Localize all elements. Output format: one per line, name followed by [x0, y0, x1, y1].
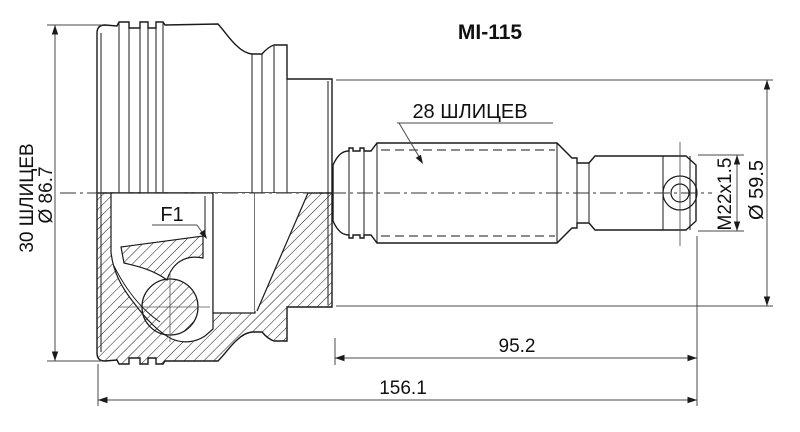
dimension-lines	[47, 24, 773, 406]
arrow-up	[763, 80, 771, 90]
bore-cone-edge	[256, 192, 309, 312]
shaft-spline-count-label: 28 ШЛИЦЕВ	[412, 101, 527, 123]
boot-groove-lines	[118, 23, 288, 193]
arrow-leader-splines	[415, 154, 423, 164]
arrow-left	[335, 354, 345, 362]
surface-ref-label: F1	[160, 204, 183, 226]
arrow-up	[51, 25, 59, 35]
part-number: MI-115	[458, 21, 523, 44]
dimension-arrows	[51, 25, 771, 404]
body-top-profile	[96, 21, 333, 193]
ring-diameter-label: Ø 59.5	[746, 160, 768, 220]
arrow-right	[687, 396, 697, 404]
spline-root-lines	[381, 149, 555, 237]
outer-spline-count-label: 30 ШЛИЦЕВ	[17, 143, 38, 252]
arrow-down	[51, 351, 59, 361]
outer-diameter-label: Ø 86.7	[36, 166, 57, 223]
arrow-leader-surface	[199, 229, 207, 239]
shaft-length-label: 95.2	[499, 336, 536, 357]
arrow-down	[763, 296, 771, 306]
thread-spec-label: M22x1.5	[715, 158, 736, 231]
cage-edge	[113, 265, 161, 323]
arrow-down	[733, 221, 741, 231]
overall-length-label: 156.1	[379, 378, 427, 399]
arrow-up	[733, 155, 741, 165]
shaft-splines-leader	[398, 122, 422, 161]
arrow-right	[687, 354, 697, 362]
arrow-left	[98, 396, 108, 404]
inner-race-bore	[213, 193, 255, 313]
